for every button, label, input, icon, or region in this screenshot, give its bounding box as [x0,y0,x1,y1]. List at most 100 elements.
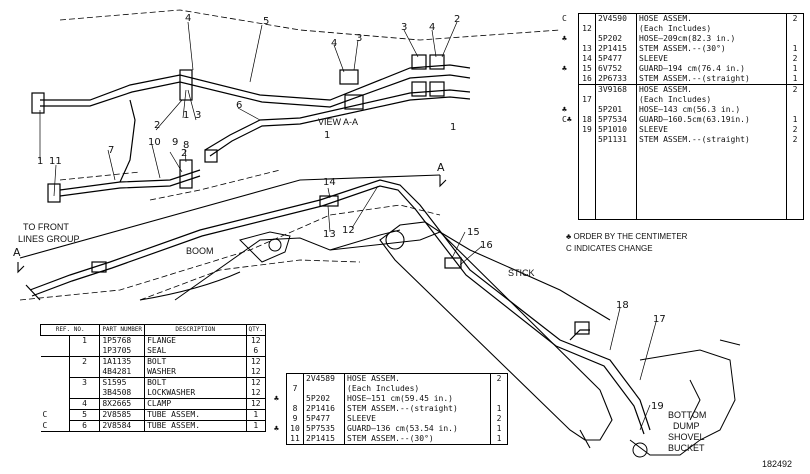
row-qty: 1 [490,404,508,414]
row-qty: 12 [246,356,267,367]
part-header: PART NUMBER [99,324,146,336]
row-part: 2P1416 [303,404,345,414]
callout-12: 12 [342,225,355,236]
row-mark [41,388,70,399]
row-part: 5P7534 [595,115,637,125]
row-part: 5P1131 [595,135,637,145]
row-desc: SLEEVE [636,54,787,64]
callout-10: 10 [148,137,161,148]
row-part: 5P1010 [595,125,637,135]
view-label: VIEW A-A [318,117,359,127]
row-part [303,384,345,394]
row-ref: 16 [578,74,596,85]
row-mark [41,367,70,378]
row-desc: GUARD—136 cm(53.54 in.) [344,424,491,434]
row-part: 6V752 [595,64,637,74]
main-parts-table: REF. NO. PART NUMBER DESCRIPTION QTY. 1 1… [39,324,267,432]
callout-8: 8 [183,140,190,151]
callout-4: 4 [185,13,192,24]
callout-16: 16 [480,240,493,251]
callout-3: 3 [356,33,363,44]
callout-3: 3 [195,110,202,121]
row-qty: 2 [786,13,804,24]
row-mark: C [42,420,48,430]
ref-header: REF. NO. [39,324,101,336]
row-mark [272,374,287,385]
row-ref: 10 [286,424,304,434]
row-ref: 9 [286,414,304,424]
to-front-label-line1: TO FRONT [23,222,69,232]
callout-6: 6 [236,100,243,111]
row-part: 3B4508 [99,388,146,399]
row-mark [272,384,287,394]
row-desc: HOSE—151 cm(59.45 in.) [344,394,491,404]
table-header-row: REF. NO. PART NUMBER DESCRIPTION QTY. [39,324,267,336]
row-qty [786,24,804,34]
row-desc: STEM ASSEM.--(30°) [636,44,787,54]
row-desc: STEM ASSEM.--(straight) [636,135,787,145]
row-qty: 2 [786,135,804,145]
row-desc: BOLT [144,377,247,388]
row-desc: WASHER [144,367,247,378]
row-mark: C [42,410,48,419]
row-desc: BOLT [144,356,247,367]
callout-2: 2 [454,14,461,25]
row-part: 1P5768 [99,335,146,346]
row-qty: 12 [246,398,267,410]
legend-order-text: ORDER BY THE CENTIMETER [573,232,688,241]
boom-outline [139,229,441,301]
row-ref [578,13,596,24]
boom-label: BOOM [186,246,214,256]
row-ref: 6 [68,420,101,432]
row-ref [68,388,101,399]
legend-order: ♣ ORDER BY THE CENTIMETER [566,232,687,241]
row-desc: SEAL [144,346,247,357]
machine-outline [19,9,561,301]
row-ref [578,34,596,44]
row-part: 2P6733 [595,74,637,85]
callout-4: 4 [331,38,338,49]
row-qty: 1 [246,420,267,432]
row-mark [41,346,70,357]
row-desc: HOSE—209cm(82.3 in.) [636,34,787,44]
row-qty: 12 [246,367,267,378]
qty-header: QTY. [245,324,267,336]
callout-17: 17 [653,314,666,325]
row-part: 4B4281 [99,367,146,378]
row-ref: 13 [578,44,596,54]
row-part: 2V4589 [303,373,345,384]
row-part: 1P3705 [99,346,146,357]
bucket-label: BUCKET [668,443,705,453]
row-qty: 6 [246,346,267,357]
row-desc: (Each Includes) [344,384,491,394]
row-mark [560,74,579,85]
row-part: 5P202 [303,394,345,404]
club-icon: ♣ [566,232,574,241]
row-qty [786,95,804,105]
row-mark: ♣ [562,34,567,43]
row-ref: 17 [578,95,596,105]
row-part: 2P1415 [303,434,345,445]
table-spacer-row [560,145,804,220]
row-desc: CLAMP [144,398,247,410]
callout-4: 4 [429,22,436,33]
row-qty: 12 [246,335,267,346]
row-qty: 2 [490,373,508,384]
to-front-label-line2: LINES GROUP [18,234,80,244]
row-ref: 12 [578,24,596,34]
row-mark [560,44,579,54]
row-ref: 4 [68,398,101,410]
callout-2: 2 [154,120,161,131]
